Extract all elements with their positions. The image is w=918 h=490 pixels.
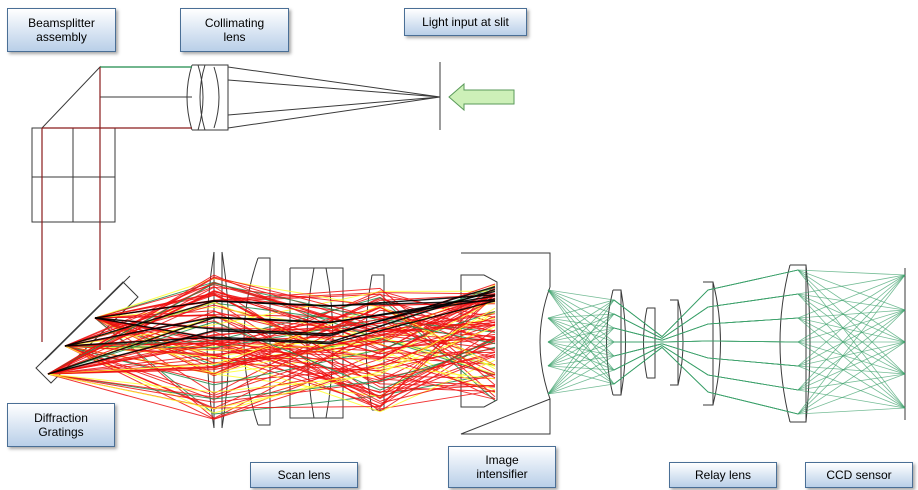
collimating-beam xyxy=(227,66,441,129)
dispersed-ray-fans xyxy=(47,274,496,420)
input-beam-colored xyxy=(41,66,192,342)
label-light-input: Light input at slit xyxy=(404,8,527,36)
label-beamsplitter-assembly: Beamsplitter assembly xyxy=(7,8,116,52)
relay-ray-bundle xyxy=(547,269,906,415)
label-scan-lens: Scan lens xyxy=(250,462,358,488)
label-diffraction-gratings: Diffraction Gratings xyxy=(7,403,115,447)
left-arrow-icon xyxy=(448,82,515,112)
label-relay-lens: Relay lens xyxy=(669,462,777,488)
collimating-lens xyxy=(186,64,229,131)
label-collimating-lens: Collimating lens xyxy=(180,8,289,52)
label-image-intensifier: Image intensifier xyxy=(448,446,556,488)
image-intensifier xyxy=(460,252,551,435)
collimated-beam-lines xyxy=(100,66,192,129)
label-ccd-sensor: CCD sensor xyxy=(805,462,913,488)
beamsplitter-assembly xyxy=(31,65,116,223)
vertical-beam xyxy=(41,222,101,342)
diffraction-grating xyxy=(35,275,139,384)
relay-lens-elements xyxy=(606,264,811,423)
